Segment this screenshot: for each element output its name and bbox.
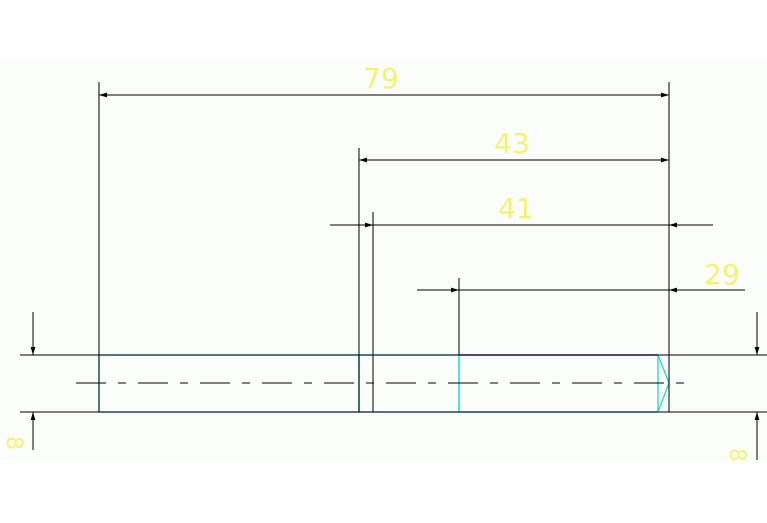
dim-text-diameter-right: 8 bbox=[724, 448, 749, 462]
dim-text-step-length-a: 43 bbox=[494, 127, 530, 160]
dim-text-overall-length: 79 bbox=[363, 62, 399, 95]
dimension-lines bbox=[30, 92, 760, 460]
dim-text-diameter-left: 8 bbox=[1, 436, 26, 450]
extension-lines bbox=[20, 82, 767, 413]
drawing-sheet bbox=[0, 60, 767, 460]
dim-text-step-length-b: 41 bbox=[498, 192, 534, 225]
dim-text-thread-length: 29 bbox=[704, 258, 740, 291]
